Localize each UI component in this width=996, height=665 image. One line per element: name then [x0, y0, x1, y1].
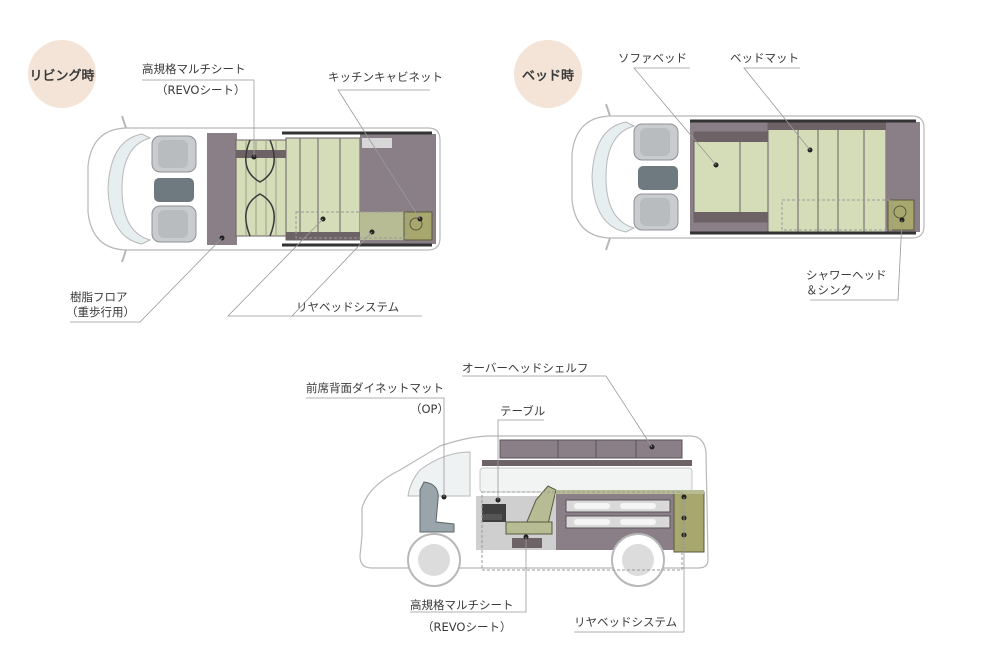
side-revo-seat-label: 高規格マルチシート [410, 598, 514, 612]
side-revo-seat-sublabel: （REVOシート） [422, 620, 512, 634]
living-resin-floor-label: 樹脂フロア [70, 290, 128, 304]
living-resin-floor-sublabel: （重歩行用） [66, 305, 135, 319]
side-overhead-shelf-label: オーバーヘッドシェルフ [462, 361, 589, 375]
side-dinette-mat-label: 前席背面ダイネットマット [306, 381, 444, 395]
bed-bed-mat-label: ベッドマット [730, 51, 799, 65]
living-revo-seat-sublabel: （REVOシート） [156, 83, 246, 97]
living-revo-seat-label: 高規格マルチシート [142, 62, 246, 76]
side-rear-bed-system-label: リヤベッドシステム [574, 615, 678, 629]
bed-shower-sink-sublabel: ＆シンク [806, 283, 852, 297]
van-sideview [306, 375, 709, 633]
side-table-label: テーブル [500, 404, 546, 418]
living-mode-badge: リビング時 [28, 40, 96, 108]
living-van-topview [70, 79, 441, 323]
bed-sofa-bed-label: ソファベッド [618, 51, 687, 65]
living-rear-bed-system-label: リヤベッドシステム [296, 300, 400, 314]
bed-shower-sink-label: シャワーヘッド [806, 268, 887, 282]
bed-mode-badge: ベッド時 [514, 40, 582, 108]
side-dinette-mat-sublabel: （OP） [410, 402, 449, 416]
bed-van-topview [571, 67, 925, 301]
living-kitchen-cabinet-label: キッチンキャビネット [328, 70, 443, 84]
